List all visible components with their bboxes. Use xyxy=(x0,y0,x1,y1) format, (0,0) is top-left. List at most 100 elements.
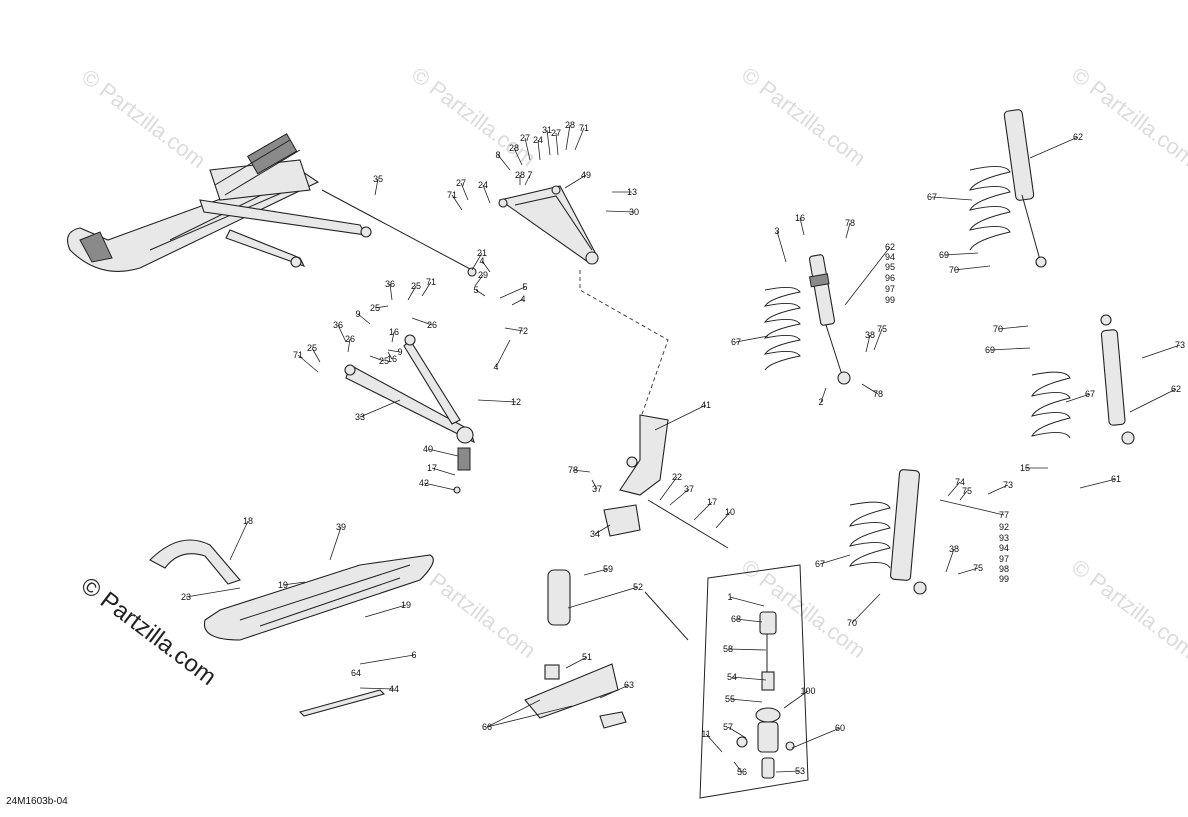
callout-leader xyxy=(364,604,407,618)
inset-parts xyxy=(736,611,795,779)
callout-label: 13 xyxy=(627,187,637,197)
callout-label: 26 xyxy=(345,334,355,344)
callout-leader xyxy=(497,154,511,171)
callout-label: 33 xyxy=(355,412,365,422)
callout-label: 36 xyxy=(385,279,395,289)
callout-leader xyxy=(282,581,306,586)
callout-label: 21 xyxy=(477,248,487,258)
callout-label: 69 xyxy=(939,250,949,260)
callout-label: 62 xyxy=(1171,384,1181,394)
callout-label: 78 xyxy=(873,389,883,399)
callout-leader xyxy=(572,469,591,473)
callout-label: 9 xyxy=(355,309,360,319)
callout-leader xyxy=(605,210,635,213)
bracket-assembly xyxy=(524,569,627,729)
callout-label: 38 xyxy=(865,330,875,340)
callout-label: 100 xyxy=(800,686,815,696)
callout-label: 53 xyxy=(795,766,805,776)
callout-leader xyxy=(1141,344,1181,359)
callout-label: 28 xyxy=(515,170,525,180)
callout-leader xyxy=(513,147,523,166)
callout-leader xyxy=(729,698,763,703)
callout-label: 36 xyxy=(333,320,343,330)
callout-leader xyxy=(729,596,765,607)
callout-leader xyxy=(431,467,456,476)
callout-label: 60 xyxy=(835,723,845,733)
callout-label: 68 xyxy=(731,614,741,624)
callout-label: 10 xyxy=(725,507,735,517)
callout-leader xyxy=(731,676,767,681)
callout-label: 59 xyxy=(603,564,613,574)
callout-label: 69 xyxy=(985,345,995,355)
callout-label: 55 xyxy=(725,694,735,704)
callout-label: 75 xyxy=(973,563,983,573)
ski xyxy=(149,539,434,717)
callout-leader xyxy=(387,351,393,360)
callout-label: 54 xyxy=(727,672,737,682)
callout-label: 64 xyxy=(351,668,361,678)
callout-label: 67 xyxy=(815,559,825,569)
callout-leader xyxy=(474,274,484,287)
callout-leader xyxy=(347,338,351,353)
callout-label: 17 xyxy=(707,497,717,507)
callout-leader xyxy=(939,499,1005,516)
callout-label: 94 xyxy=(885,252,895,262)
shock-absorber-center xyxy=(763,254,851,385)
watermark: © Partzilla.com xyxy=(1067,62,1188,171)
callout-label: 72 xyxy=(518,326,528,336)
callout-leader xyxy=(427,448,459,457)
callout-leader xyxy=(411,317,433,326)
callout-label: 19 xyxy=(278,580,288,590)
callout-label: 93 xyxy=(999,533,1009,543)
callout-leader xyxy=(715,511,731,529)
shock-absorber-top-right xyxy=(969,109,1047,268)
callout-leader xyxy=(783,690,809,709)
callout-leader xyxy=(537,139,541,161)
spindle xyxy=(603,414,729,549)
callout-leader xyxy=(329,526,342,561)
callout-leader xyxy=(504,327,524,332)
callout-label: 97 xyxy=(999,554,1009,564)
reference-line xyxy=(579,270,669,421)
callout-label: 71 xyxy=(579,123,589,133)
callout-label: 62 xyxy=(885,242,895,252)
callout-label: 31 xyxy=(542,125,552,135)
upper-a-arm xyxy=(498,185,599,265)
callout-label: 27 xyxy=(551,128,561,138)
callout-leader xyxy=(819,554,851,565)
callout-label: 67 xyxy=(927,192,937,202)
callout-leader xyxy=(775,770,801,773)
callout-leader xyxy=(693,501,713,521)
callout-leader xyxy=(407,285,417,301)
callout-leader xyxy=(374,305,389,309)
callout-label: 25 xyxy=(411,281,421,291)
callout-label: 57 xyxy=(723,722,733,732)
callout-leader xyxy=(524,174,531,186)
callout-leader xyxy=(583,568,609,576)
watermark: © Partzilla.com xyxy=(1067,554,1188,663)
callout-leader xyxy=(389,283,393,301)
detail-inset-frame xyxy=(699,564,809,799)
callout-leader xyxy=(359,687,395,690)
callout-leader xyxy=(987,484,1009,495)
callout-label: 78 xyxy=(845,218,855,228)
callout-leader xyxy=(669,488,690,506)
callout-label: 4 xyxy=(493,362,498,372)
callout-leader xyxy=(957,567,979,575)
callout-label: 4 xyxy=(479,256,484,266)
callout-label: 30 xyxy=(629,207,639,217)
callout-leader xyxy=(423,482,456,491)
shock-absorber-lower xyxy=(849,469,927,595)
callout-leader xyxy=(311,347,321,363)
callout-label: 28 xyxy=(509,143,519,153)
callout-label: 95 xyxy=(885,262,895,272)
callout-leader xyxy=(357,313,371,325)
callout-leader xyxy=(705,733,723,753)
callout-leader xyxy=(945,548,955,573)
callout-label: 41 xyxy=(701,400,711,410)
callout-leader xyxy=(495,339,511,368)
callout-leader xyxy=(524,137,531,161)
callout-label: 2 xyxy=(818,397,823,407)
callout-leader xyxy=(185,587,241,598)
